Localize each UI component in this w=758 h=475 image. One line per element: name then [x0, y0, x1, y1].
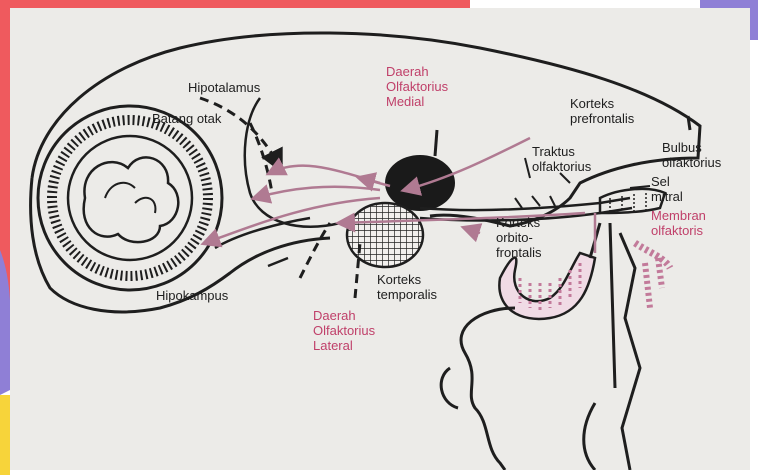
label-bulbus-olfaktorius: Bulbus olfaktorius [662, 140, 721, 170]
cerebellum [38, 106, 222, 290]
olfactory-pathway-diagram: Hipotalamus Batang otak Daerah Olfaktori… [10, 8, 750, 470]
face-profile [441, 308, 515, 470]
label-batang-otak: Batang otak [152, 111, 221, 126]
label-hipokampus: Hipokampus [156, 288, 228, 303]
label-membran-olfaktoris: Membran olfaktoris [651, 208, 706, 238]
label-daerah-olfaktorius-lateral: Daerah Olfaktorius Lateral [313, 308, 375, 353]
label-korteks-temporalis: Korteks temporalis [377, 272, 437, 302]
medial-olfactory-area [385, 155, 455, 211]
label-sel-mitral: Sel mitral [651, 174, 683, 204]
label-korteks-orbitofrontalis: Korteks orbito- frontalis [496, 215, 542, 260]
lateral-olfactory-area [347, 203, 423, 267]
label-korteks-prefrontalis: Korteks prefrontalis [570, 96, 634, 126]
label-traktus-olfaktorius: Traktus olfaktorius [532, 144, 591, 174]
label-daerah-olfaktorius-medial: Daerah Olfaktorius Medial [386, 64, 448, 109]
brain-drawing [10, 8, 750, 470]
label-hipotalamus: Hipotalamus [188, 80, 260, 95]
